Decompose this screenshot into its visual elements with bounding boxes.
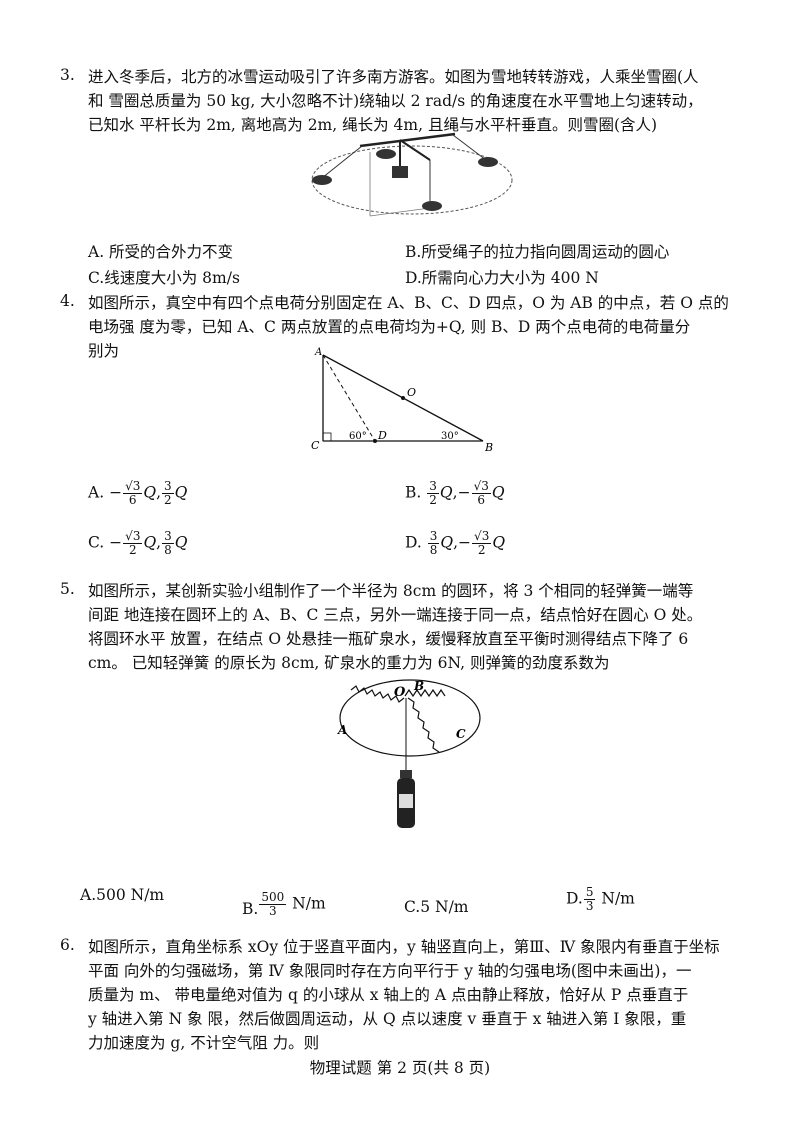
angle-label: 60°	[349, 431, 367, 442]
option-d: D.所需向心力大小为 400 N	[405, 269, 599, 287]
option-b: B.所受绳子的拉力指向圆周运动的圆心	[405, 243, 670, 261]
question-text-line: y 轴进入第 N 象 限，然后做圆周运动，从 Q 点以速度 v 垂直于 x 轴进…	[88, 1010, 687, 1028]
option-c: C.5 N/m	[404, 898, 469, 916]
question-number: 6.	[60, 936, 75, 954]
point-a-label: A	[314, 347, 322, 358]
question-text-line: 间距 地连接在圆环上的 A、B、C 三点，另外一端连接于同一点，结点恰好在圆心 …	[88, 606, 703, 624]
point-b-label: B	[413, 679, 424, 693]
angle-label: 30°	[441, 431, 459, 442]
question-text-line: cm。 已知轻弹簧 的原长为 8cm, 矿泉水的重力为 6N, 则弹簧的劲度系数…	[88, 654, 610, 672]
point-c-label: C	[311, 439, 320, 452]
question-text-line: 平面 向外的匀强磁场，第 Ⅳ 象限同时存在方向平行于 y 轴的匀强电场(图中未画…	[88, 962, 692, 980]
spring-ring-figure: O B A C	[337, 679, 481, 828]
point-b-label: B	[484, 441, 493, 454]
question-text-line: 力加速度为 g, 不计空气阻 力。则	[88, 1034, 320, 1052]
point-o-label: O	[407, 386, 416, 399]
option-c: C.线速度大小为 8m/s	[88, 269, 240, 287]
question-text-line: 如图所示，真空中有四个点电荷分别固定在 A、B、C、D 四点，O 为 AB 的中…	[88, 294, 729, 312]
question-text-line: 和 雪圈总质量为 50 kg, 大小忽略不计)绕轴以 2 rad/s 的角速度在…	[88, 92, 703, 110]
option-a: A. 所受的合外力不变	[88, 243, 234, 261]
question-text-line: 如图所示，直角坐标系 xOy 位于竖直平面内，y 轴竖直向上，第Ⅲ、Ⅳ 象限内有…	[88, 938, 720, 956]
point-c-label: C	[456, 727, 466, 741]
option-a: A.500 N/m	[80, 886, 165, 904]
question-text-line: 进入冬季后，北方的冰雪运动吸引了许多南方游客。如图为雪地转转游戏，人乘坐雪圈(人	[88, 68, 699, 86]
page-footer: 物理试题 第 2 页(共 8 页)	[309, 1059, 491, 1077]
question-text-line: 质量为 m、 带电量绝对值为 q 的小球从 x 轴上的 A 点由静止释放，恰好从…	[88, 986, 689, 1004]
point-d-label: D	[377, 429, 387, 442]
question-number: 4.	[60, 292, 75, 310]
question-text-line: 电场强 度为零，已知 A、C 两点放置的点电荷均为+Q, 则 B、D 两个点电荷…	[88, 318, 691, 336]
point-a-label: A	[337, 723, 347, 737]
question-number: 3.	[60, 66, 75, 84]
question-text-line: 已知水 平杆长为 2m, 离地高为 2m, 绳长为 4m, 且绳与水平杆垂直。则…	[88, 116, 658, 134]
triangle-charges-figure: A O C D B 60° 30°	[311, 347, 493, 454]
question-number: 5.	[60, 580, 75, 598]
question-text-line: 将圆环水平 放置，在结点 O 处悬挂一瓶矿泉水，缓慢释放直至平衡时测得结点下降了…	[88, 630, 689, 648]
question-text-line: 如图所示，某创新实验小组制作了一个半径为 8cm 的圆环，将 3 个相同的轻弹簧…	[88, 582, 694, 600]
question-text-line: 别为	[88, 342, 120, 360]
point-o-label: O	[394, 685, 406, 700]
snow-spinner-figure	[311, 132, 513, 217]
